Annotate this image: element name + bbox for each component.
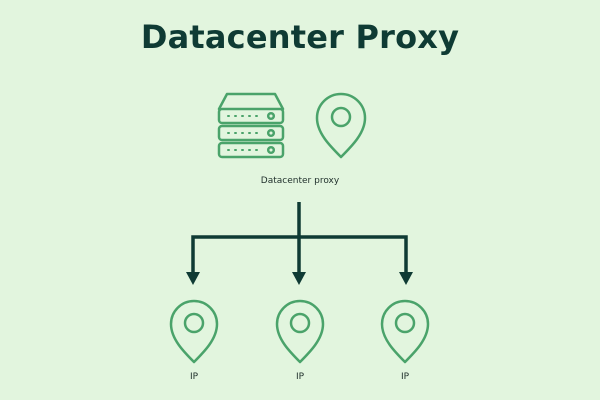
map-pin-icon bbox=[315, 92, 367, 159]
proxy-label: Datacenter proxy bbox=[260, 176, 340, 186]
arrowhead bbox=[292, 272, 306, 285]
connector-tree bbox=[191, 202, 408, 274]
server-rack-icon bbox=[217, 92, 285, 159]
arrowhead bbox=[186, 272, 200, 285]
ip-label: IP bbox=[400, 372, 410, 382]
ip-label: IP bbox=[295, 372, 305, 382]
page-title: Datacenter Proxy bbox=[140, 18, 460, 56]
map-pin-icon bbox=[275, 299, 325, 364]
map-pin-icon bbox=[169, 299, 219, 364]
connector-arrowheads bbox=[186, 272, 413, 285]
map-pin-icon bbox=[380, 299, 430, 364]
arrowhead bbox=[399, 272, 413, 285]
ip-label: IP bbox=[189, 372, 199, 382]
